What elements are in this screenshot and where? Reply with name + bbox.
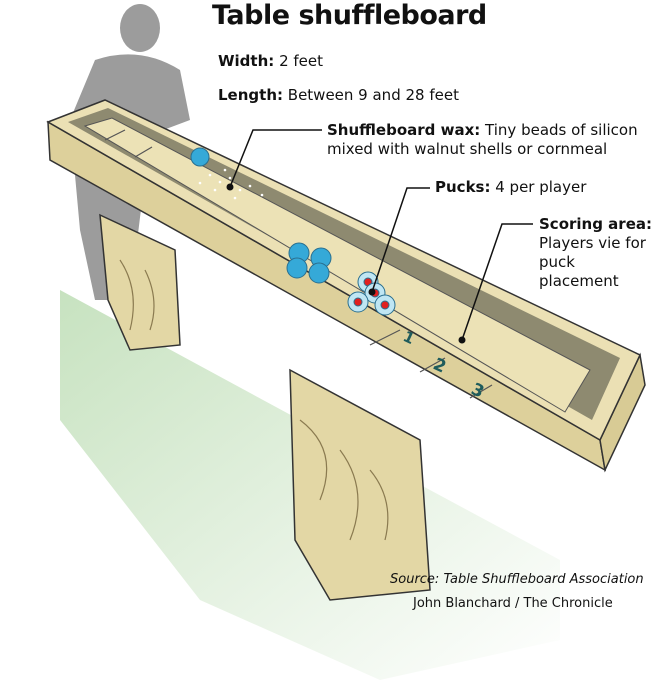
- credit-line: John Blanchard / The Chronicle: [413, 596, 613, 611]
- length-value: Between 9 and 28 feet: [287, 86, 459, 104]
- right-leg: [289, 368, 431, 601]
- callout-lines: [229, 129, 533, 341]
- wax-beads: [198, 168, 264, 200]
- left-leg: [99, 213, 181, 351]
- wax-text: Tiny beads of silicon mixed with walnut …: [327, 121, 638, 158]
- wax-label: Shuffleboard wax:: [327, 121, 481, 139]
- source-line: Source: Table Shuffleboard Association: [390, 572, 644, 587]
- page-title: Table shuffleboard: [212, 0, 487, 31]
- wax-callout: Shuffleboard wax: Tiny beads of silicon …: [327, 121, 657, 159]
- width-spec: Width: 2 feet: [218, 52, 323, 71]
- scoring-text: Players vie for puck placement: [539, 234, 646, 290]
- blue-pucks: [190, 147, 332, 284]
- width-value: 2 feet: [279, 52, 323, 70]
- length-spec: Length: Between 9 and 28 feet: [218, 86, 459, 105]
- pucks-callout: Pucks: 4 per player: [435, 178, 586, 197]
- scoring-lines: [104, 129, 493, 399]
- length-label: Length:: [218, 86, 283, 104]
- scoring-callout: Scoring area:Players vie for puck placem…: [539, 215, 657, 291]
- pucks-text: 4 per player: [495, 178, 587, 196]
- scoring-label: Scoring area:: [539, 215, 652, 233]
- width-label: Width:: [218, 52, 275, 70]
- pucks-label: Pucks:: [435, 178, 491, 196]
